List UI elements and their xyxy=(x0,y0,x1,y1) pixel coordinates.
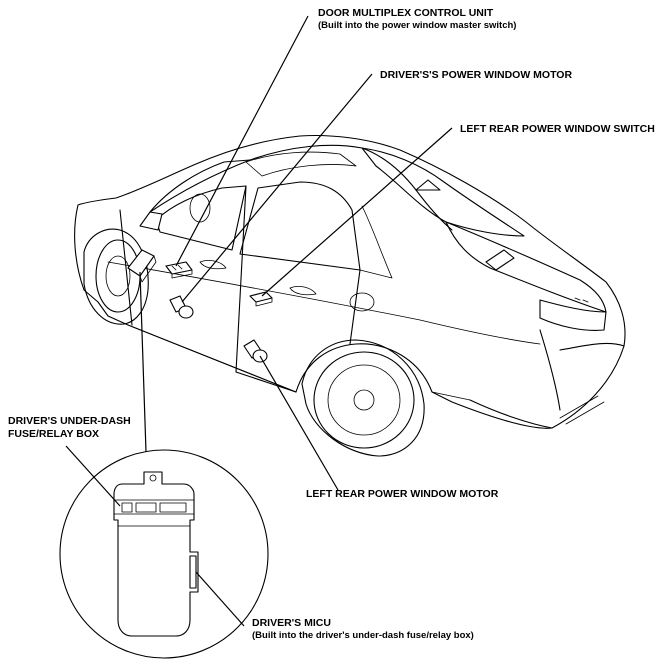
emblem xyxy=(574,297,589,303)
trunk-badge xyxy=(485,249,515,271)
rear-door-window xyxy=(239,181,361,271)
under-dash-fuse-box-marker xyxy=(127,249,155,277)
sunroof xyxy=(245,151,357,177)
c-pillar xyxy=(359,205,393,279)
leader-driver-motor xyxy=(181,73,373,303)
label-micu: DRIVER'S MICU xyxy=(252,617,331,629)
rear-door-handle xyxy=(289,286,317,296)
car-illustration xyxy=(74,134,626,457)
rocker-line xyxy=(127,324,471,401)
side-mirror xyxy=(139,211,163,231)
leader-lines xyxy=(65,15,453,627)
rear-switch-marker xyxy=(249,291,273,303)
front-wheel xyxy=(83,228,149,325)
leader-micu xyxy=(195,571,245,627)
label-fuse-box: DRIVER'S UNDER-DASH xyxy=(8,415,131,427)
fuse-box-detail-view xyxy=(59,449,269,659)
front-door-handle xyxy=(199,260,227,270)
label-rear-motor: LEFT REAR POWER WINDOW MOTOR xyxy=(306,488,499,500)
label-dmcu-note: (Built into the power window master swit… xyxy=(318,20,516,31)
leader-rear-motor xyxy=(259,355,339,491)
master-switch-marker xyxy=(165,261,193,275)
fuel-door xyxy=(349,292,375,312)
leader-dmcu xyxy=(175,15,309,267)
leader-rear-switch xyxy=(261,127,453,297)
steering-wheel xyxy=(189,193,211,223)
roof-line xyxy=(149,144,453,231)
tail-light xyxy=(539,299,607,331)
rear-window xyxy=(361,147,525,237)
exhaust-tips xyxy=(559,395,605,425)
label-fuse-box-2: FUSE/RELAY BOX xyxy=(8,428,99,440)
rear-bumper xyxy=(469,329,625,429)
front-door-seam xyxy=(119,185,247,373)
windshield xyxy=(149,159,251,213)
micu-connector xyxy=(189,555,197,589)
rear-wheel xyxy=(301,339,425,457)
components xyxy=(127,249,273,363)
leader-fuse-box-label xyxy=(65,445,121,507)
leader-fuse-box xyxy=(139,271,147,453)
callout-labels: DOOR MULTIPLEX CONTROL UNIT (Built into … xyxy=(8,7,655,641)
roof-antenna xyxy=(415,179,441,191)
label-micu-note: (Built into the driver's under-dash fuse… xyxy=(252,630,474,641)
car-body-outline xyxy=(74,134,626,429)
detail-circle xyxy=(59,449,269,659)
label-dmcu: DOOR MULTIPLEX CONTROL UNIT xyxy=(318,7,494,19)
label-rear-switch: LEFT REAR POWER WINDOW SWITCH xyxy=(460,123,655,135)
fuse-relay-box xyxy=(113,471,199,637)
trunk-lid xyxy=(445,221,607,313)
label-driver-motor: DRIVER'S'S POWER WINDOW MOTOR xyxy=(380,69,572,81)
body-side-line xyxy=(107,261,541,345)
